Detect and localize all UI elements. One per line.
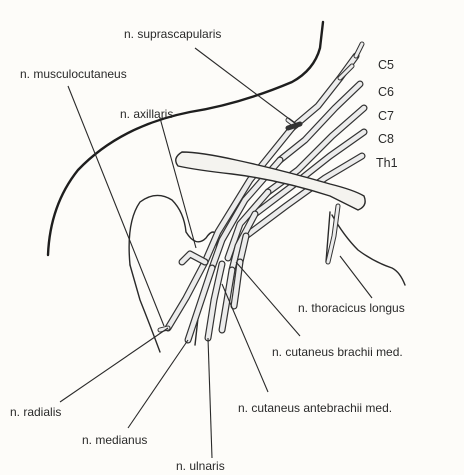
label-thoracicus-longus: n. thoracicus longus xyxy=(298,301,405,315)
label-c7: C7 xyxy=(378,109,394,123)
label-musculocutaneus: n. musculocutaneus xyxy=(20,67,127,81)
label-th1: Th1 xyxy=(376,156,398,170)
label-cutaneus-brachii: n. cutaneus brachii med. xyxy=(272,345,403,359)
suprascapular-branch xyxy=(288,124,300,128)
label-cutaneus-antebrachii: n. cutaneus antebrachii med. xyxy=(238,401,392,415)
label-radialis: n. radialis xyxy=(10,405,61,419)
label-c6: C6 xyxy=(378,85,394,99)
label-c5: C5 xyxy=(378,58,394,72)
label-suprascapularis: n. suprascapularis xyxy=(124,27,221,41)
label-medianus: n. medianus xyxy=(82,433,147,447)
label-ulnaris: n. ulnaris xyxy=(176,459,225,473)
label-axillaris: n. axillaris xyxy=(120,107,173,121)
chest-wall-outline xyxy=(332,215,405,285)
label-c8: C8 xyxy=(378,132,394,146)
